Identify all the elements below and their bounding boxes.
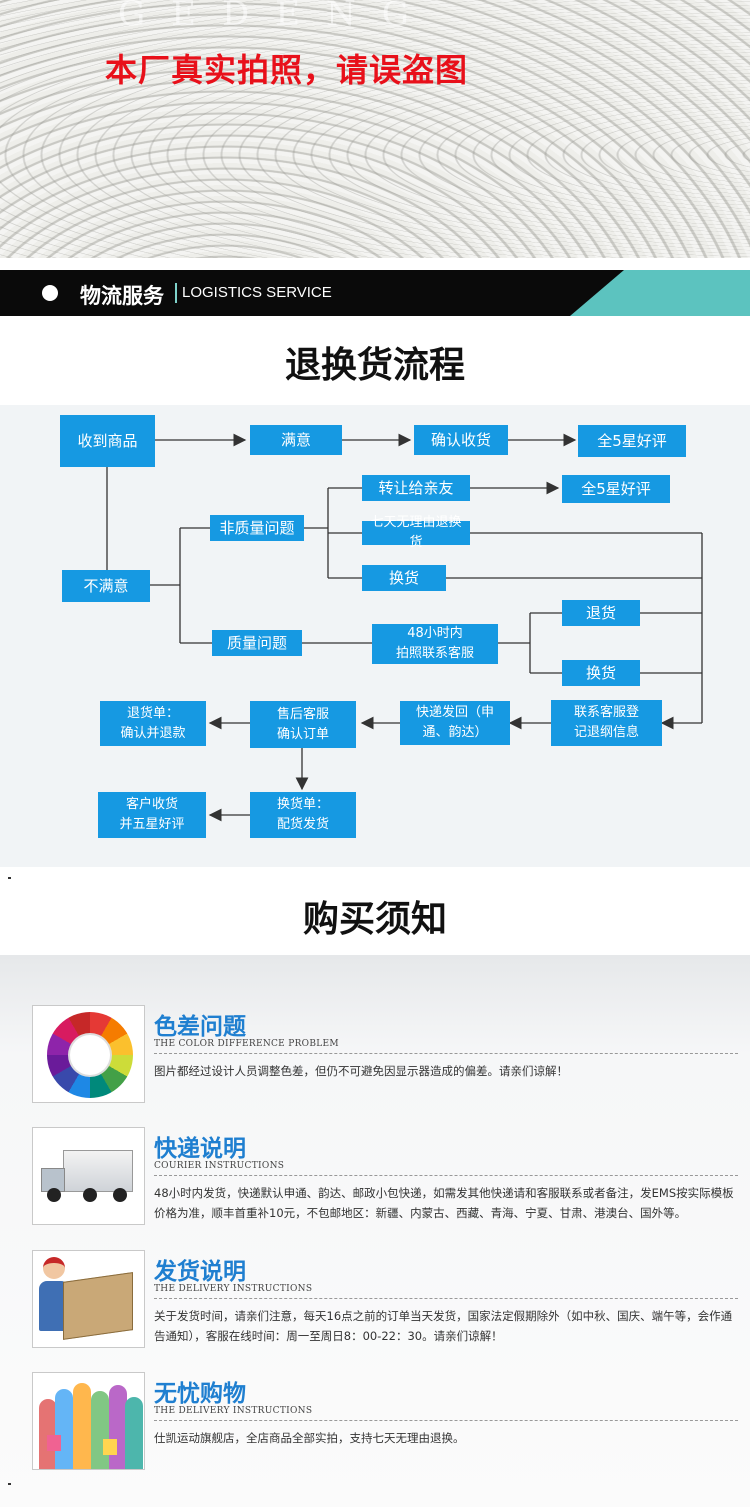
notice-item-title: 无忧购物 bbox=[154, 1381, 246, 1407]
notice-item-shopping: 无忧购物 THE DELIVERY INSTRUCTIONS 仕凯运动旗舰店，全… bbox=[0, 1372, 750, 1502]
color-wheel-icon bbox=[32, 1005, 145, 1103]
notice-item-text: 48小时内发货，快递默认申通、韵达、邮政小包快递，如需发其他快递请和客服联系或者… bbox=[154, 1186, 734, 1220]
flow-connectors bbox=[106, 433, 703, 822]
bullet-dot-icon bbox=[42, 285, 58, 301]
flow-box-non-quality: 非质量问题 bbox=[210, 515, 304, 541]
flow-box-customer-receive: 客户收货 并五星好评 bbox=[98, 792, 206, 838]
shoppers-icon bbox=[32, 1372, 145, 1470]
flow-box-photo-48h: 48小时内 拍照联系客服 bbox=[372, 624, 498, 664]
notice-item-text: 仕凯运动旗舰店，全店商品全部实拍，支持七天无理由退换。 bbox=[154, 1431, 465, 1445]
flow-box-refund: 退货 bbox=[562, 600, 640, 626]
notice-dashed-divider bbox=[154, 1420, 738, 1421]
flow-box-seven-day: 七天无理由退换货 bbox=[362, 515, 470, 550]
logistics-title-cn: 物流服务 bbox=[80, 284, 164, 308]
flow-box-satisfied: 满意 bbox=[250, 425, 342, 455]
flow-box-review: 全5星好评 bbox=[578, 425, 686, 457]
flow-box-unsatisfied: 不满意 bbox=[62, 570, 150, 602]
notice-item-subtitle: COURIER INSTRUCTIONS bbox=[154, 1161, 285, 1171]
notice-item-courier: 快递说明 COURIER INSTRUCTIONS 48小时内发货，快递默认申通… bbox=[0, 1127, 750, 1257]
logistics-accent-stripe bbox=[570, 270, 750, 316]
logistics-divider bbox=[175, 283, 177, 303]
flow-box-aftersale: 售后客服 确认订单 bbox=[250, 701, 356, 748]
flow-box-receive: 收到商品 bbox=[60, 415, 155, 467]
flow-box-exchange-2: 换货 bbox=[562, 660, 640, 686]
notice-title: 购买须知 bbox=[302, 899, 447, 940]
flow-box-transfer: 转让给亲友 bbox=[362, 475, 470, 501]
notice-dashed-divider bbox=[154, 1298, 738, 1299]
hero-cable-photo: GEDENG 本厂真实拍照，请误盗图 bbox=[0, 0, 750, 258]
flow-box-express: 快递发回（申 通、韵达） bbox=[400, 701, 510, 745]
logistics-header-bar: 物流服务 LOGISTICS SERVICE bbox=[0, 270, 750, 316]
return-flow-title: 退换货流程 bbox=[284, 345, 465, 386]
flow-box-review-2: 全5星好评 bbox=[562, 475, 670, 503]
flow-box-confirm: 确认收货 bbox=[414, 425, 508, 455]
divider-mark bbox=[8, 1483, 11, 1485]
logistics-title-en: LOGISTICS SERVICE bbox=[182, 284, 332, 301]
flow-box-exchange-slip: 换货单： 配货发货 bbox=[250, 792, 356, 838]
delivery-box-icon bbox=[32, 1250, 145, 1348]
divider-mark bbox=[8, 877, 11, 879]
notice-dashed-divider bbox=[154, 1175, 738, 1176]
return-flow-chart: 收到商品 满意 确认收货 全5星好评 转让给亲友 全5星好评 非质量问题 七天无… bbox=[0, 405, 750, 867]
notice-item-subtitle: THE COLOR DIFFERENCE PROBLEM bbox=[154, 1039, 339, 1049]
truck-icon bbox=[32, 1127, 145, 1225]
notice-item-subtitle: THE DELIVERY INSTRUCTIONS bbox=[154, 1284, 313, 1294]
notice-dashed-divider bbox=[154, 1053, 738, 1054]
notice-item-text: 关于发货时间，请亲们注意，每天16点之前的订单当天发货，国家法定假期除外（如中秋… bbox=[154, 1309, 733, 1343]
notice-item-color: 色差问题 THE COLOR DIFFERENCE PROBLEM 图片都经过设… bbox=[0, 1005, 750, 1135]
hero-watermark: GEDENG bbox=[118, 0, 435, 34]
flow-box-contact: 联系客服登 记退纲信息 bbox=[551, 700, 662, 746]
notice-item-title: 色差问题 bbox=[154, 1014, 246, 1040]
flow-box-exchange: 换货 bbox=[362, 565, 446, 591]
flow-box-return-slip: 退货单： 确认并退款 bbox=[100, 701, 206, 746]
notice-item-title: 快递说明 bbox=[154, 1136, 246, 1162]
notice-item-title: 发货说明 bbox=[154, 1259, 246, 1285]
hero-cable-texture bbox=[0, 0, 750, 258]
notice-item-delivery: 发货说明 THE DELIVERY INSTRUCTIONS 关于发货时间，请亲… bbox=[0, 1250, 750, 1380]
hero-warning-text: 本厂真实拍照，请误盗图 bbox=[105, 51, 469, 89]
flow-box-quality: 质量问题 bbox=[212, 630, 302, 656]
notice-item-subtitle: THE DELIVERY INSTRUCTIONS bbox=[154, 1406, 313, 1416]
notice-item-text: 图片都经过设计人员调整色差，但仍不可避免因显示器造成的偏差。请亲们谅解！ bbox=[154, 1064, 568, 1078]
